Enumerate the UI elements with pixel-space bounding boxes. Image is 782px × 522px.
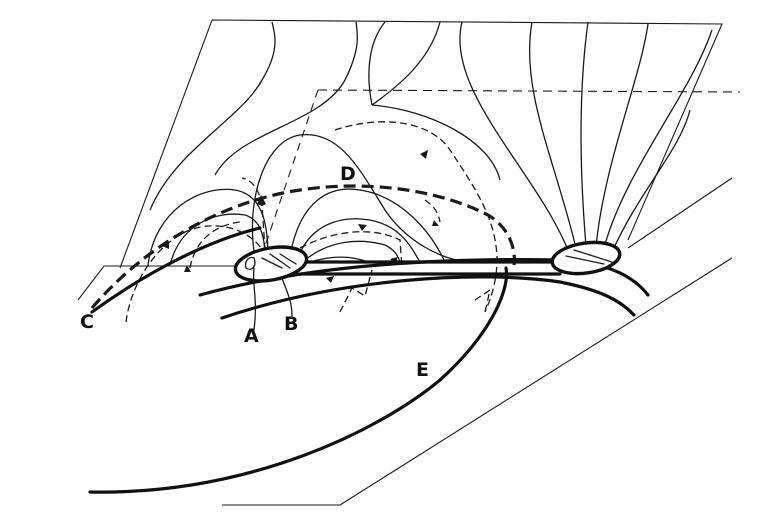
label-A: A <box>244 325 259 347</box>
heavy-lines <box>88 226 650 494</box>
upper-field-lines <box>149 21 501 211</box>
right-spot-field-lines <box>459 21 713 253</box>
arrowheads <box>162 150 439 283</box>
label-D: D <box>340 163 356 185</box>
horizontal-plane <box>77 177 733 506</box>
label-E: E <box>416 359 429 381</box>
loop-field-lines <box>147 134 471 266</box>
vertical-plane <box>119 19 741 269</box>
arcade-D <box>90 184 516 310</box>
label-C: C <box>80 311 94 333</box>
label-leaders <box>252 267 293 331</box>
left-sunspot <box>233 245 309 283</box>
trajectory-curves <box>125 121 498 323</box>
label-B: B <box>284 313 298 335</box>
right-sunspot <box>550 240 622 276</box>
